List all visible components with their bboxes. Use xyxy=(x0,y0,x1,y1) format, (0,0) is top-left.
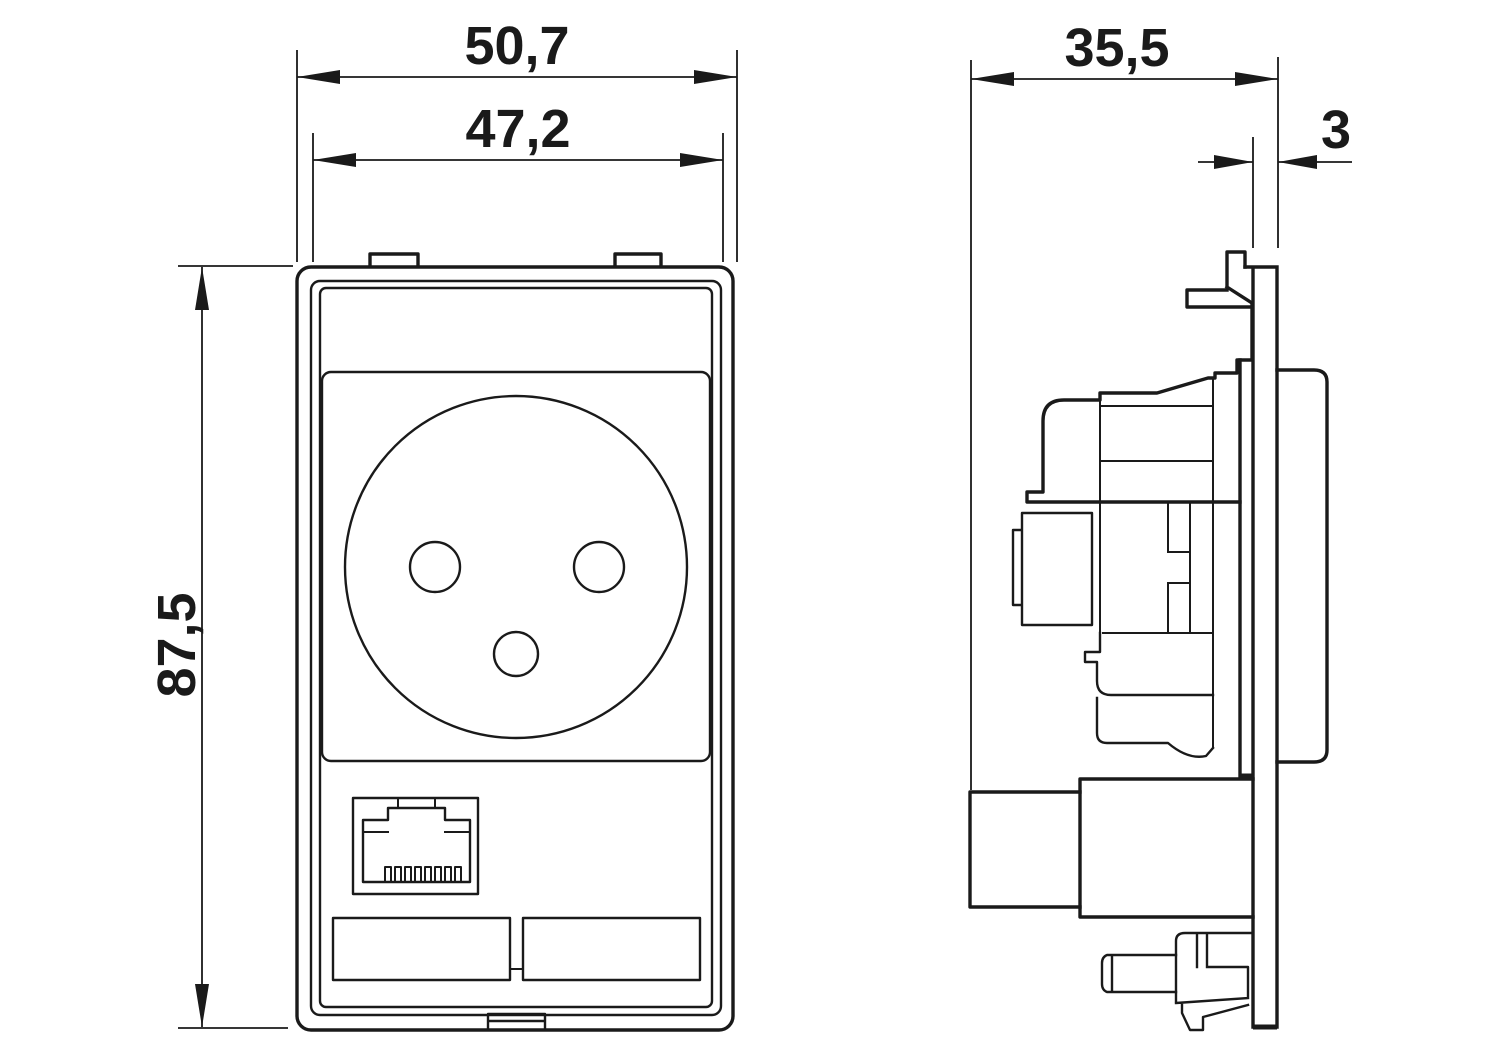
arrowhead-top-icon xyxy=(195,267,209,310)
extension-lines xyxy=(970,57,1279,790)
dimension-front-height: 87,5 xyxy=(147,265,293,1029)
front-bezel-side xyxy=(1275,368,1329,764)
rj45-contact-pins xyxy=(384,866,462,883)
dimension-panel-thickness: 3 xyxy=(1198,100,1352,248)
extension-lines xyxy=(312,133,724,262)
front-inner-frame xyxy=(309,279,723,1017)
arrowhead-right-icon xyxy=(680,153,723,167)
rj45-latch-notch xyxy=(397,797,436,809)
label-window-left xyxy=(331,916,512,982)
dimensions: 50,7 47,2 87,5 xyxy=(147,16,1352,1029)
socket-face-circle xyxy=(343,394,689,740)
extension-lines xyxy=(296,50,738,262)
arrowhead-left-icon xyxy=(1214,155,1253,169)
extension-lines xyxy=(178,265,293,1029)
socket-recess xyxy=(320,370,712,763)
arrowhead-bottom-icon xyxy=(195,984,209,1027)
arrowhead-left-icon xyxy=(297,70,340,84)
bottom-latch-tab xyxy=(486,1012,547,1031)
locking-screw xyxy=(1100,953,1178,994)
body-internal-lines xyxy=(1099,377,1214,748)
label-window-right xyxy=(521,916,702,982)
lower-toe-section xyxy=(1095,696,1215,758)
socket-pin-hole-left xyxy=(408,540,462,594)
dimension-front-width-outer: 50,7 xyxy=(296,16,738,262)
dimension-label-panel-thickness: 3 xyxy=(1321,100,1351,160)
arrowhead-right-icon xyxy=(694,70,737,84)
top-latch-tabs xyxy=(368,252,663,268)
dimension-label-depth: 35,5 xyxy=(1064,18,1169,78)
front-view xyxy=(295,252,735,1032)
panel-plate xyxy=(1243,265,1279,1029)
rj45-bezel xyxy=(351,796,480,896)
arrowhead-left-icon xyxy=(313,153,356,167)
top-retaining-clip xyxy=(1185,250,1255,309)
body-upper-outline xyxy=(1025,301,1254,504)
front-insert-panel xyxy=(318,286,714,1009)
rj45-housing-side xyxy=(1078,777,1255,919)
side-view xyxy=(968,250,1329,1032)
contact-block xyxy=(1011,511,1094,627)
label-windows xyxy=(331,916,702,982)
rj45-jack-front xyxy=(351,796,480,896)
dimension-label-outer-width: 50,7 xyxy=(464,16,569,76)
front-outer-housing xyxy=(295,265,735,1032)
socket-earth-pin-hole xyxy=(492,630,540,678)
dimension-front-width-inner: 47,2 xyxy=(312,99,724,262)
dimension-label-height: 87,5 xyxy=(147,592,207,697)
rj45-boot xyxy=(968,790,1082,909)
rj45-port-outline xyxy=(361,806,472,884)
dimension-depth: 35,5 xyxy=(970,18,1279,790)
arrowhead-right-icon xyxy=(1278,155,1317,169)
lower-mid-section xyxy=(1083,631,1215,697)
arrowhead-right-icon xyxy=(1235,72,1278,86)
dimension-label-inner-width: 47,2 xyxy=(465,99,570,159)
arrowhead-left-icon xyxy=(971,72,1014,86)
mounting-clamp xyxy=(1174,931,1255,1032)
socket-pin-hole-right xyxy=(572,540,626,594)
